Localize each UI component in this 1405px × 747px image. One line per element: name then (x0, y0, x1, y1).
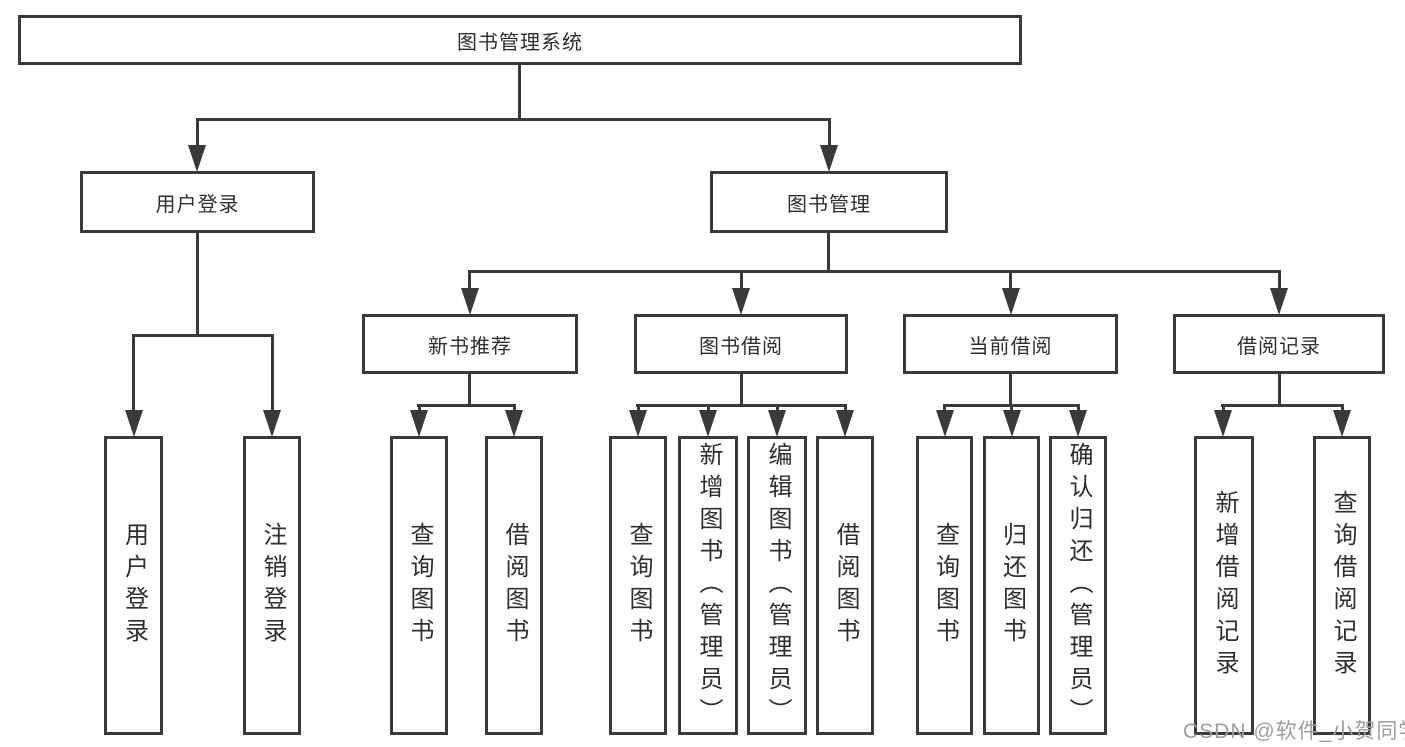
connector-line (740, 270, 743, 292)
connector-line (707, 404, 710, 412)
connector-line (513, 404, 516, 412)
connector-line (740, 374, 743, 407)
arrow-down-icon (263, 410, 281, 437)
connector-line (636, 404, 846, 407)
arrow-down-icon (188, 145, 206, 172)
arrow-down-icon (820, 145, 838, 172)
connector-line (1278, 270, 1281, 292)
connector-line (1010, 404, 1013, 412)
connector-line (1077, 404, 1080, 412)
arrow-down-icon (1270, 288, 1288, 315)
leaf-add-borrow-record: 新增借阅记录 (1194, 436, 1254, 735)
arrow-down-icon (936, 410, 954, 437)
connector-line (776, 404, 779, 412)
connector-line (828, 118, 831, 150)
node-book-management: 图书管理 (710, 171, 948, 233)
leaf-add-book-admin: 新增图书（管理员） (678, 436, 738, 735)
connector-line (132, 334, 135, 414)
connector-line (196, 233, 199, 337)
connector-line (468, 374, 471, 407)
leaf-borrow-books-recommend: 借阅图书 (485, 436, 543, 735)
connector-line (1221, 404, 1343, 407)
arrow-down-icon (461, 288, 479, 315)
arrow-down-icon (699, 410, 717, 437)
leaf-query-books-recommend: 查询图书 (390, 436, 448, 735)
arrow-down-icon (505, 410, 523, 437)
connector-line (943, 404, 946, 412)
connector-line (518, 65, 521, 121)
connector-line (417, 404, 515, 407)
node-current-borrow: 当前借阅 (903, 314, 1118, 374)
leaf-return-books: 归还图书 (983, 436, 1040, 735)
leaf-confirm-return-admin: 确认归还（管理员） (1049, 436, 1107, 735)
arrow-down-icon (1069, 410, 1087, 437)
node-user-login: 用户登录 (80, 171, 315, 233)
connector-line (271, 334, 274, 414)
arrow-down-icon (1002, 288, 1020, 315)
connector-line (1278, 374, 1281, 407)
connector-line (827, 233, 830, 273)
leaf-query-books-borrow: 查询图书 (609, 436, 667, 735)
leaf-user-login: 用户登录 (104, 436, 163, 735)
arrow-down-icon (836, 410, 854, 437)
connector-line (468, 270, 471, 292)
node-book-borrow: 图书借阅 (634, 314, 848, 374)
connector-line (1009, 270, 1012, 292)
connector-line (196, 118, 199, 150)
node-new-book-recommend: 新书推荐 (362, 314, 578, 374)
arrow-down-icon (1214, 410, 1232, 437)
arrow-down-icon (1333, 410, 1351, 437)
connector-line (1341, 404, 1344, 412)
arrow-down-icon (125, 410, 143, 437)
arrow-down-icon (732, 288, 750, 315)
leaf-borrow-books: 借阅图书 (816, 436, 874, 735)
connector-line (132, 334, 273, 337)
connector-line (418, 404, 421, 412)
connector-line (1009, 374, 1012, 407)
node-library-management-system: 图书管理系统 (18, 15, 1022, 65)
watermark: CSDN @软件_小贺同学 (1183, 720, 1405, 743)
arrow-down-icon (768, 410, 786, 437)
leaf-logout: 注销登录 (243, 436, 301, 735)
leaf-query-books-current: 查询图书 (916, 436, 973, 735)
connector-line (1222, 404, 1225, 412)
leaf-query-borrow-record: 查询借阅记录 (1313, 436, 1371, 735)
arrow-down-icon (410, 410, 428, 437)
connector-line (196, 118, 831, 121)
arrow-down-icon (629, 410, 647, 437)
connector-line (637, 404, 640, 412)
leaf-edit-book-admin: 编辑图书（管理员） (747, 436, 807, 735)
connector-line (844, 404, 847, 412)
arrow-down-icon (1003, 410, 1021, 437)
node-borrow-records: 借阅记录 (1173, 314, 1385, 374)
connector-line (468, 270, 1280, 273)
